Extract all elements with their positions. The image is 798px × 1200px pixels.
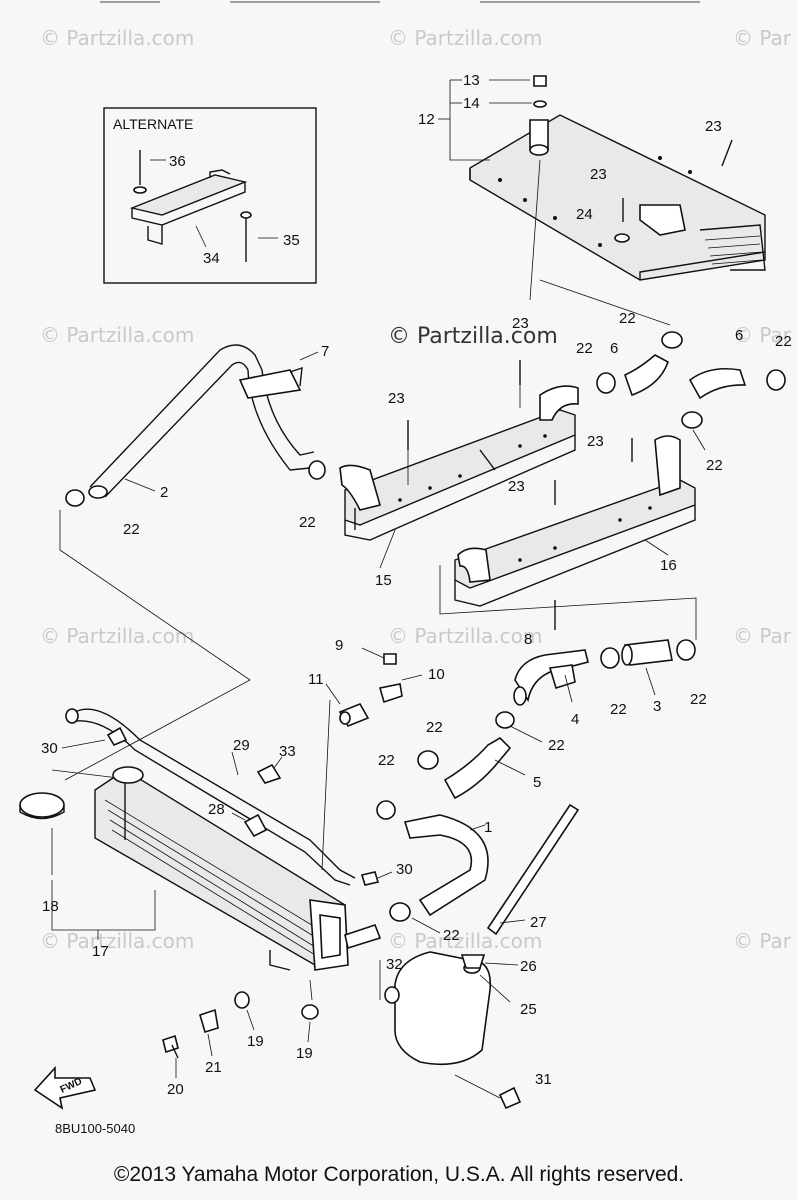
callout-23: 23 [705, 118, 722, 135]
callout-22: 22 [775, 333, 792, 350]
callout-20: 20 [167, 1081, 184, 1098]
callout-22: 22 [610, 701, 627, 718]
pipe-part-27 [486, 803, 580, 936]
callout-32: 32 [386, 956, 403, 973]
callout-23: 23 [388, 390, 405, 407]
callout-1: 1 [484, 819, 492, 836]
callout-6: 6 [610, 340, 618, 357]
diagram-code: 8BU100-5040 [55, 1121, 135, 1136]
callout-30: 30 [41, 740, 58, 757]
watermark: © Partzilla.com [40, 323, 194, 347]
callout-22: 22 [690, 691, 707, 708]
callout-2: 2 [160, 484, 168, 501]
callout-8: 8 [524, 631, 532, 648]
hose-part-3 [600, 639, 696, 696]
callout-21: 21 [205, 1059, 222, 1076]
callout-5: 5 [533, 774, 541, 791]
callout-34: 34 [203, 250, 220, 267]
lead-lines [51, 279, 671, 871]
callout-33: 33 [279, 743, 296, 760]
callout-23: 23 [512, 315, 529, 332]
tank-part-25 [379, 951, 522, 1110]
callout-15: 15 [375, 572, 392, 589]
watermark: © Partzilla.com [40, 624, 194, 648]
callout-18: 18 [42, 898, 59, 915]
watermark-center: © Partzilla.com [388, 324, 558, 349]
callout-11: 11 [308, 671, 324, 688]
clips [231, 756, 283, 838]
alternate-box: ALTERNATE [103, 107, 317, 284]
callout-10: 10 [428, 666, 445, 683]
callout-23: 23 [590, 166, 607, 183]
cover-plate-part-12 [438, 75, 766, 301]
watermark: © Par [733, 26, 792, 50]
callout-23: 23 [508, 478, 525, 495]
callout-22: 22 [378, 752, 395, 769]
callout-4: 4 [571, 711, 579, 728]
callout-19: 19 [247, 1033, 264, 1050]
callout-23: 23 [587, 433, 604, 450]
watermark: © Partzilla.com [388, 929, 542, 953]
callout-7: 7 [321, 343, 329, 360]
watermark: © Par [733, 323, 792, 347]
hose-part-1 [376, 800, 489, 934]
callout-36: 36 [169, 153, 186, 170]
copyright-notice: ©2013 Yamaha Motor Corporation, U.S.A. A… [113, 1163, 685, 1186]
sensor-part-11 [325, 647, 423, 728]
callout-25: 25 [520, 1001, 537, 1018]
hose-part-5 [417, 674, 573, 800]
callout-9: 9 [335, 637, 343, 654]
callout-14: 14 [463, 95, 480, 112]
pipe-part-29 [61, 708, 393, 886]
hose-part-2 [88, 344, 319, 499]
callout-29: 29 [233, 737, 250, 754]
callout-16: 16 [660, 557, 677, 574]
callout-22: 22 [123, 521, 140, 538]
watermark: © Par [733, 929, 792, 953]
watermark: © Par [733, 624, 792, 648]
callout-22: 22 [426, 719, 443, 736]
callout-17: 17 [92, 943, 109, 960]
callout-24: 24 [576, 206, 593, 223]
callout-30: 30 [396, 861, 413, 878]
cooler-part-16 [439, 435, 697, 640]
small-parts [162, 979, 319, 1078]
radiator-part-17 [19, 766, 382, 971]
callout-3: 3 [653, 698, 661, 715]
callout-26: 26 [520, 958, 537, 975]
callout-27: 27 [530, 914, 547, 931]
callout-22: 22 [443, 927, 460, 944]
callout-22: 22 [548, 737, 565, 754]
callout-28: 28 [208, 801, 225, 818]
watermarks: © Partzilla.com © Partzilla.com © Par © … [40, 26, 792, 953]
fitting-part-4 [513, 600, 589, 706]
bracket-part-34 [129, 174, 248, 216]
callout-13: 13 [463, 72, 480, 89]
watermark: © Partzilla.com [40, 26, 194, 50]
callouts: 36 35 34 13 14 12 23 23 24 22 7 23 22 6 … [41, 72, 792, 1098]
callout-12: 12 [418, 111, 435, 128]
cooler-part-15 [339, 360, 579, 569]
callout-35: 35 [283, 232, 300, 249]
callout-22: 22 [619, 310, 636, 327]
fwd-arrow: FWD [33, 1065, 97, 1110]
callout-22: 22 [299, 514, 316, 531]
watermark: © Partzilla.com [40, 929, 194, 953]
callout-22: 22 [706, 457, 723, 474]
watermark: © Partzilla.com [388, 26, 542, 50]
alternate-title: ALTERNATE [113, 116, 193, 132]
callout-31: 31 [535, 1071, 552, 1088]
callout-19: 19 [296, 1045, 313, 1062]
watermark: © Partzilla.com [388, 624, 542, 648]
callout-6: 6 [735, 327, 743, 344]
hoses-part-6 [65, 331, 786, 507]
callout-22: 22 [576, 340, 593, 357]
